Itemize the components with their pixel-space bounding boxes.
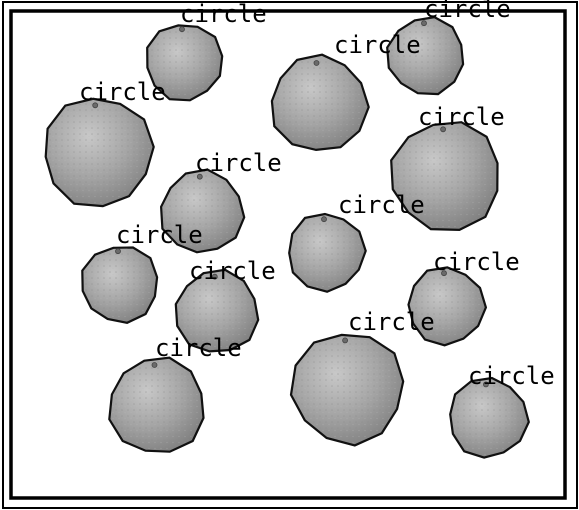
- orange-stem-spot: [196, 173, 203, 180]
- orange-fruit: [407, 266, 488, 347]
- orange-stem-spot: [313, 60, 320, 66]
- object-label: circle: [468, 362, 555, 390]
- orange-stem-spot: [151, 362, 158, 368]
- orange-fruit: [174, 268, 260, 353]
- orange-fruit: [44, 97, 155, 208]
- object-label: circle: [348, 308, 435, 336]
- orange-fruit: [108, 356, 205, 453]
- object-label: circle: [433, 248, 520, 276]
- orange-peel-texture: [177, 271, 257, 350]
- orange-fruit: [288, 212, 367, 293]
- orange-stem-spot: [421, 20, 427, 27]
- orange-peel-texture: [452, 379, 527, 456]
- orange-fruit: [81, 246, 159, 324]
- orange-peel-texture: [163, 171, 243, 251]
- orange-peel-texture: [410, 269, 484, 344]
- orange-stem-spot: [92, 102, 99, 109]
- object-label: circle: [180, 0, 267, 28]
- object-label: circle: [189, 257, 276, 285]
- orange-stem-spot: [440, 126, 447, 133]
- orange-fruit: [449, 376, 530, 459]
- object-label: circle: [338, 191, 425, 219]
- orange-fruit: [390, 121, 499, 232]
- object-label: circle: [116, 221, 203, 249]
- orange-stem-spot: [211, 273, 218, 280]
- orange-fruit: [146, 24, 224, 102]
- object-label: circle: [418, 103, 505, 131]
- fruit-layer: [44, 16, 530, 459]
- object-label: circle: [195, 149, 282, 177]
- orange-stem-spot: [179, 26, 185, 33]
- orange-peel-texture: [84, 249, 156, 321]
- orange-peel-texture: [291, 215, 364, 290]
- orange-peel-texture: [111, 359, 202, 450]
- object-label: circle: [334, 31, 421, 59]
- orange-fruit: [386, 16, 465, 96]
- orange-fruit: [270, 53, 370, 152]
- orange-peel-texture: [273, 56, 367, 149]
- orange-peel-texture: [393, 124, 496, 228]
- orange-stem-spot: [482, 381, 489, 388]
- orange-peel-texture: [47, 100, 152, 205]
- inner-frame: [9, 9, 567, 500]
- orange-stem-spot: [115, 248, 121, 255]
- object-label: circle: [155, 334, 242, 362]
- orange-fruit: [289, 333, 405, 447]
- orange-peel-texture: [293, 336, 402, 444]
- object-label: circle: [424, 0, 511, 23]
- object-label: circle: [79, 78, 166, 106]
- orange-stem-spot: [441, 270, 447, 277]
- orange-peel-texture: [389, 19, 462, 93]
- orange-stem-spot: [321, 216, 327, 223]
- orange-peel-texture: [149, 27, 221, 99]
- orange-fruit: [159, 168, 246, 254]
- orange-stem-spot: [342, 337, 349, 344]
